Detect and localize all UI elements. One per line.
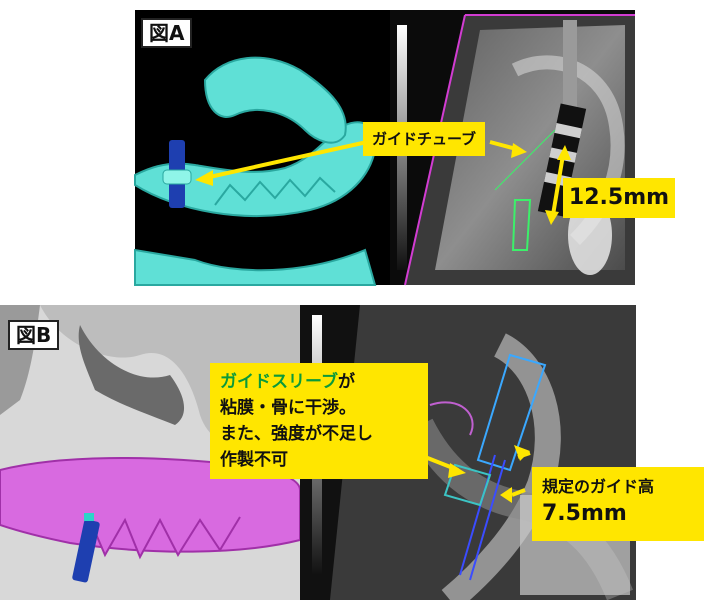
sleeve-callout-line1: ガイドスリーブが — [220, 369, 418, 395]
sleeve-callout-line3: また、強度が不足し — [220, 424, 373, 444]
panel-b-label: 図B — [8, 320, 60, 350]
jaw-model-cyan — [134, 121, 377, 217]
guide-tube-callout: ガイドチューブ — [363, 122, 485, 156]
guide-tube-height-callout: 12.5mm — [563, 178, 675, 218]
panel-b: 図B ガイドスリーブが 粘膜・骨に干渉。 また、強度が不足し 作製不可 規定のガ… — [0, 305, 704, 600]
guide-height-callout: 規定のガイド高 7.5mm — [532, 467, 704, 541]
sleeve-interference-callout: ガイドスリーブが 粘膜・骨に干渉。 また、強度が不足し 作製不可 — [210, 363, 428, 479]
upper-teeth-cyan — [203, 56, 347, 144]
guide-height-line1: 規定のガイド高 — [542, 477, 655, 496]
panel-a: 図A ガイドチューブ 12.5mm — [134, 10, 675, 286]
sleeve-callout-line4: 作製不可 — [220, 450, 288, 470]
panel-a-label: 図A — [141, 18, 193, 48]
sleeve-callout-line2: 粘膜・骨に干渉。 — [220, 398, 356, 418]
implant-cylinder-b — [72, 519, 100, 583]
sleeve-keyword: ガイドスリーブ — [220, 372, 338, 392]
guide-height-line2: 7.5mm — [542, 501, 627, 526]
sleeve-keyword-suffix: が — [337, 372, 355, 392]
